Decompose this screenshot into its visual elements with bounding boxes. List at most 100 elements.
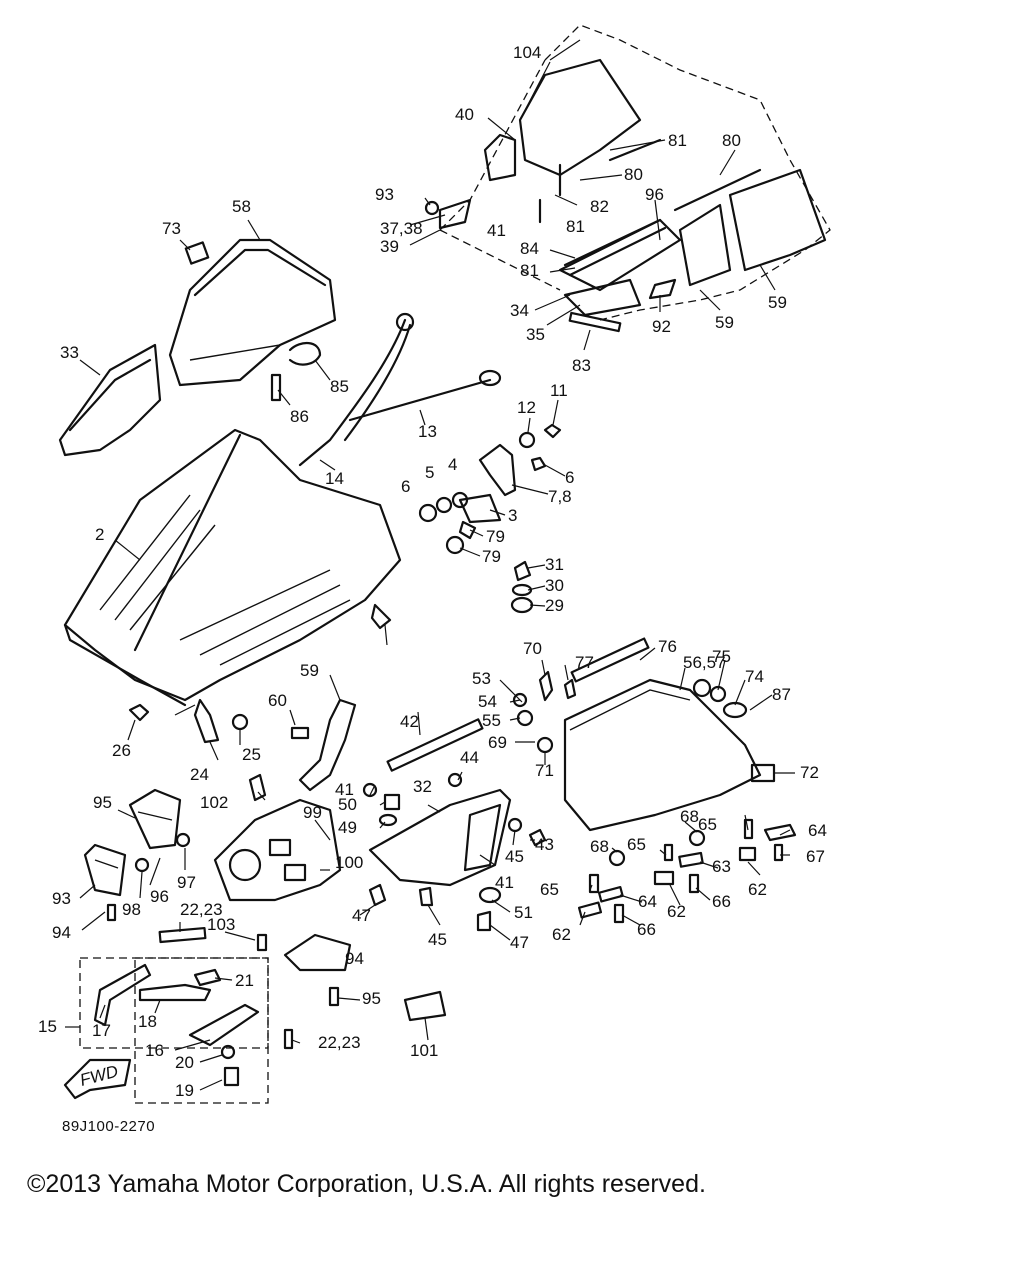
callout-17: 19 [175, 1081, 194, 1100]
callout-51: 55 [482, 711, 501, 730]
callout-5: 6 [565, 468, 574, 487]
callout-29: 32 [413, 777, 432, 796]
callout-101: 102 [200, 793, 228, 812]
callout-86: 93 [375, 185, 394, 204]
callout-6: 6 [401, 477, 410, 496]
callout-66b: 68 [590, 837, 609, 856]
callout-40: 41 [495, 873, 514, 892]
callout-35: 40 [455, 105, 474, 124]
callout-19: 21 [235, 971, 254, 990]
callout-71: 73 [162, 219, 181, 238]
callout-41: 43 [535, 835, 554, 854]
callout-21: 22,23 [180, 900, 223, 919]
callout-66a: 68 [680, 807, 699, 826]
wire-harness [298, 312, 502, 467]
callout-45a: 47 [352, 906, 371, 925]
callout-89-90: 94 [345, 949, 364, 968]
callout-22-23: 24 [190, 765, 209, 784]
callout-93: 94 [52, 923, 71, 942]
callout-34: 39 [380, 237, 399, 256]
right-cowl-panel [563, 637, 776, 832]
callout-32: 35 [526, 325, 545, 344]
callout-15: 17 [92, 1021, 111, 1040]
callout-31: 34 [510, 301, 529, 320]
callout-81: 82 [590, 197, 609, 216]
lower-items [283, 933, 447, 1022]
callout-79b: 81 [520, 261, 539, 280]
callout-92: 93 [52, 889, 71, 908]
diagram-code: 89J100-2270 [62, 1118, 156, 1135]
callout-73: 75 [712, 647, 731, 666]
callout-63b: 65 [627, 835, 646, 854]
callout-91: 95 [362, 989, 381, 1008]
callout-46: 49 [338, 818, 357, 837]
callout-80: 81 [668, 131, 687, 150]
center-panels [213, 718, 512, 902]
copyright-notice: ©2013 Yamaha Motor Corporation, U.S.A. A… [27, 1170, 706, 1198]
callout-74: 76 [658, 637, 677, 656]
callout-102: 103 [207, 915, 235, 934]
callout-4: 5 [425, 463, 434, 482]
callout-97: 98 [122, 900, 141, 919]
callout-1: 2 [95, 525, 104, 544]
callout-50: 54 [478, 692, 497, 711]
callout-18: 20 [175, 1053, 194, 1072]
callout-78: 80 [624, 165, 643, 184]
callout-33: 37,38 [380, 219, 423, 238]
callout-25: 26 [112, 741, 131, 760]
callout-labels: 104 40 81 80 80 93 82 96 37,38 41 81 39 … [38, 43, 827, 1100]
callout-94: 95 [93, 793, 112, 812]
callout-75: 77 [575, 653, 594, 672]
callout-24: 25 [242, 745, 261, 764]
callout-49: 53 [472, 669, 491, 688]
callout-45b: 47 [510, 933, 529, 952]
callout-67: 69 [488, 733, 507, 752]
callout-98: 99 [303, 803, 322, 822]
callout-59a: 62 [748, 880, 767, 899]
fasteners [106, 670, 797, 952]
callout-65: 67 [806, 847, 825, 866]
callout-100: 101 [410, 1041, 438, 1060]
callout-7-8: 7,8 [548, 487, 572, 506]
callout-9: 11 [550, 381, 568, 400]
callout-27: 30 [545, 576, 564, 595]
callout-103: 104 [513, 43, 541, 62]
callout-10: 12 [517, 398, 536, 417]
callout-55: 59 [768, 293, 787, 312]
mount-bracket-parts [370, 423, 562, 630]
callout-64a: 66 [712, 892, 731, 911]
callout-16: 18 [138, 1012, 157, 1031]
callout-84: 86 [290, 407, 309, 426]
callout-30: 33 [60, 343, 79, 362]
callout-95: 96 [150, 887, 169, 906]
callout-79: 80 [722, 131, 741, 150]
callout-58: 60 [268, 691, 287, 710]
callout-63c: 65 [540, 880, 559, 899]
leader-lines [65, 39, 795, 1091]
callout-59b: 62 [667, 902, 686, 921]
callout-76: 79 [486, 527, 505, 546]
callout-44: 45 [428, 930, 447, 949]
cowl-side-panels [58, 238, 337, 457]
callout-13: 15 [38, 1017, 57, 1036]
main-hood [63, 428, 402, 707]
callout-47: 50 [338, 795, 357, 814]
callout-87: 92 [652, 317, 671, 336]
callout-70: 72 [800, 763, 819, 782]
callout-54: 59 [715, 313, 734, 332]
callout-59c: 62 [552, 925, 571, 944]
callout-12: 14 [325, 469, 344, 488]
callout-99: 100 [335, 853, 363, 872]
callout-56-57: 59 [300, 661, 319, 680]
parts-diagram: FWD [38, 24, 831, 1104]
callout-53: 58 [232, 197, 251, 216]
callout-37-38: 42 [400, 712, 419, 731]
callout-96: 97 [177, 873, 196, 892]
fwd-arrow: FWD [63, 1058, 132, 1100]
callout-52: 56,57 [683, 653, 726, 672]
callout-77: 79 [482, 547, 501, 566]
callout-82: 84 [520, 239, 539, 258]
callout-39: 41 [335, 780, 354, 799]
callout-3: 4 [448, 455, 457, 474]
windshield-assembly [424, 24, 831, 333]
